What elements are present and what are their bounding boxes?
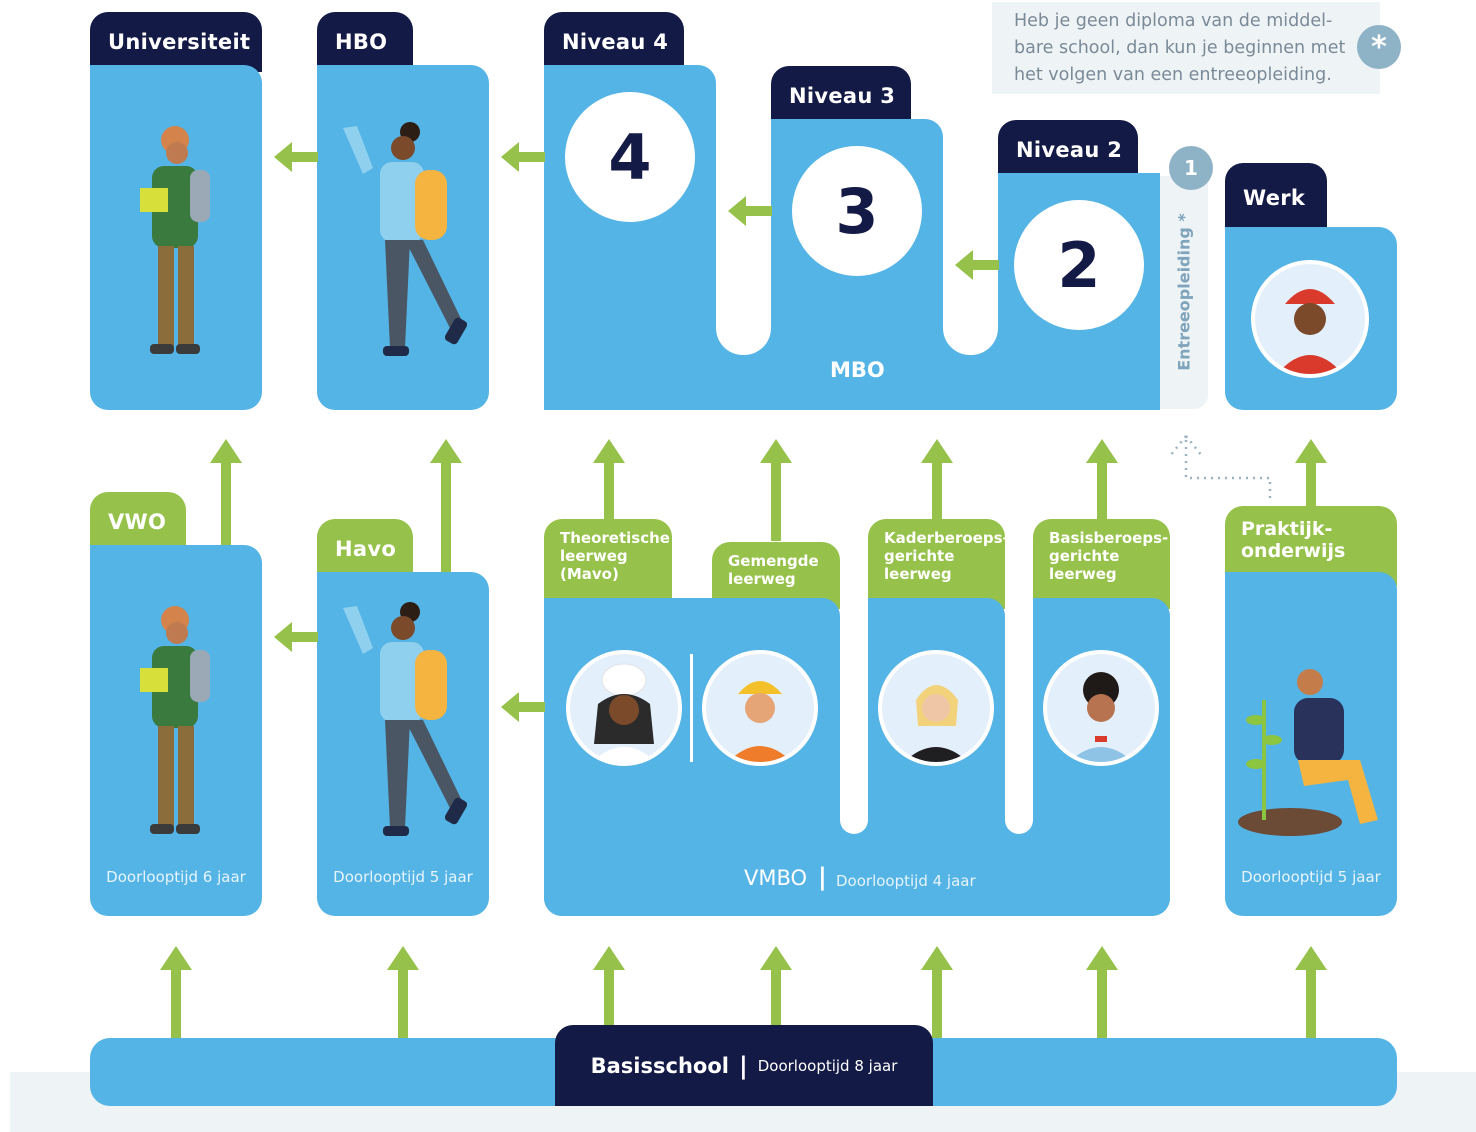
niveau3-number: 3 <box>835 174 879 248</box>
arrow-left-icon <box>274 622 318 652</box>
arrow-up-icon <box>921 439 953 519</box>
entree-column <box>1160 176 1208 409</box>
arrow-up-icon <box>760 439 792 541</box>
entree-badge-number: 1 <box>1184 156 1198 180</box>
theoretische-leerweg-tab: Theoretische leerweg (Mavo) <box>544 519 672 609</box>
arrow-left-icon <box>501 142 545 172</box>
arrow-left-icon <box>501 692 545 722</box>
niveau4-circle: 4 <box>565 92 695 222</box>
basisschool-label: Basisschool <box>590 1053 729 1078</box>
vwo-label: VWO <box>108 510 167 534</box>
vmbo-base <box>544 820 1170 916</box>
kb-line: leerweg <box>884 565 952 583</box>
universiteit-label: Universiteit <box>108 30 251 54</box>
arrow-up-icon <box>593 439 625 519</box>
mbo-base <box>544 355 1160 410</box>
note-line: bare school, dan kun je beginnen met <box>1014 38 1346 58</box>
niveau2-circle: 2 <box>1014 200 1144 330</box>
vmbo-duration: Doorlooptijd 4 jaar <box>836 872 976 890</box>
vwo-tab: VWO <box>90 492 186 552</box>
kb-line: gerichte <box>884 547 955 565</box>
arrow-up-icon <box>387 946 419 1040</box>
arrow-up-icon <box>430 439 462 572</box>
walking-student-figure <box>343 602 468 836</box>
avatar-divider <box>690 654 693 762</box>
vmbo-gap-2 <box>1005 598 1033 834</box>
business-woman-avatar <box>878 650 994 766</box>
niveau2-label: Niveau 2 <box>1016 138 1123 162</box>
basisberoeps-leerweg-tab: Basisberoeps- gerichte leerweg <box>1033 519 1170 609</box>
hbo-tab: HBO <box>317 12 413 72</box>
tl-line: leerweg <box>560 547 628 565</box>
mbo-gap-1 <box>716 119 771 355</box>
arrow-left-icon <box>955 250 999 280</box>
basisschool-tab: Basisschool | Doorlooptijd 8 jaar <box>555 1025 933 1106</box>
walking-student-figure <box>343 122 468 356</box>
dotted-arrow-icon <box>1169 435 1272 502</box>
entree-badge: 1 <box>1169 146 1213 190</box>
gl-line: leerweg <box>728 570 796 588</box>
arrow-up-icon <box>160 946 192 1040</box>
gemengde-leerweg-tab: Gemengde leerweg <box>712 542 840 609</box>
niveau3-tab: Niveau 3 <box>771 66 911 126</box>
construction-worker-avatar <box>702 650 818 766</box>
arrow-left-icon <box>728 196 772 226</box>
tl-line: (Mavo) <box>560 565 619 583</box>
vmbo-separator: | <box>818 863 827 891</box>
mbo-label: MBO <box>830 358 885 382</box>
vwo-duration: Doorlooptijd 6 jaar <box>106 868 246 886</box>
info-note-text: Heb je geen diploma van de middel- bare … <box>1014 8 1364 89</box>
niveau4-label: Niveau 4 <box>562 30 669 54</box>
bb-line: Basisberoeps- <box>1049 529 1169 547</box>
arrow-up-icon <box>921 946 953 1040</box>
vmbo-gap-1 <box>840 598 868 834</box>
werk-tab: Werk <box>1225 163 1327 233</box>
praktijk-line: onderwijs <box>1241 540 1346 562</box>
arrow-up-icon <box>593 946 625 1028</box>
niveau2-number: 2 <box>1057 228 1101 302</box>
niveau4-tab: Niveau 4 <box>544 12 684 72</box>
havo-tab: Havo <box>317 519 413 579</box>
note-line: het volgen van een entreeopleiding. <box>1014 65 1332 85</box>
arrow-up-icon <box>1295 439 1327 507</box>
waiter-avatar <box>1043 650 1159 766</box>
basisschool-separator: | <box>738 1051 748 1080</box>
basisschool-duration: Doorlooptijd 8 jaar <box>757 1056 898 1075</box>
praktijkonderwijs-duration: Doorlooptijd 5 jaar <box>1241 868 1381 886</box>
bb-line: leerweg <box>1049 565 1117 583</box>
tl-line: Theoretische <box>560 529 670 547</box>
havo-duration: Doorlooptijd 5 jaar <box>333 868 473 886</box>
student-figure <box>140 126 210 354</box>
asterisk-badge-text: * <box>1371 29 1387 65</box>
kb-line: Kaderberoeps- <box>884 529 1009 547</box>
bb-line: gerichte <box>1049 547 1120 565</box>
arrow-up-icon <box>1086 439 1118 519</box>
note-line: Heb je geen diploma van de middel- <box>1014 11 1333 31</box>
niveau2-tab: Niveau 2 <box>998 120 1138 180</box>
hbo-label: HBO <box>335 30 388 54</box>
werk-label: Werk <box>1243 186 1306 210</box>
arrow-up-icon <box>1295 946 1327 1040</box>
praktijk-line: Praktijk- <box>1241 518 1333 540</box>
chef-avatar <box>566 650 682 766</box>
universiteit-tab: Universiteit <box>90 12 262 72</box>
vmbo-label: VMBO <box>744 866 808 890</box>
gardener-figure <box>1238 669 1378 836</box>
niveau4-number: 4 <box>608 120 652 194</box>
worker-avatar <box>1251 260 1369 378</box>
kaderberoeps-leerweg-tab: Kaderberoeps- gerichte leerweg <box>868 519 1009 609</box>
arrow-left-icon <box>274 142 318 172</box>
niveau3-label: Niveau 3 <box>789 84 896 108</box>
student-figure <box>140 606 210 834</box>
arrow-up-icon <box>210 439 242 545</box>
asterisk-badge: * <box>1357 25 1401 69</box>
arrow-up-icon <box>760 946 792 1028</box>
arrow-up-icon <box>1086 946 1118 1040</box>
gl-line: Gemengde <box>728 552 819 570</box>
havo-label: Havo <box>335 537 397 561</box>
niveau3-circle: 3 <box>792 146 922 276</box>
info-note <box>992 2 1380 94</box>
entree-label: Entreeopleiding * <box>1174 213 1194 371</box>
